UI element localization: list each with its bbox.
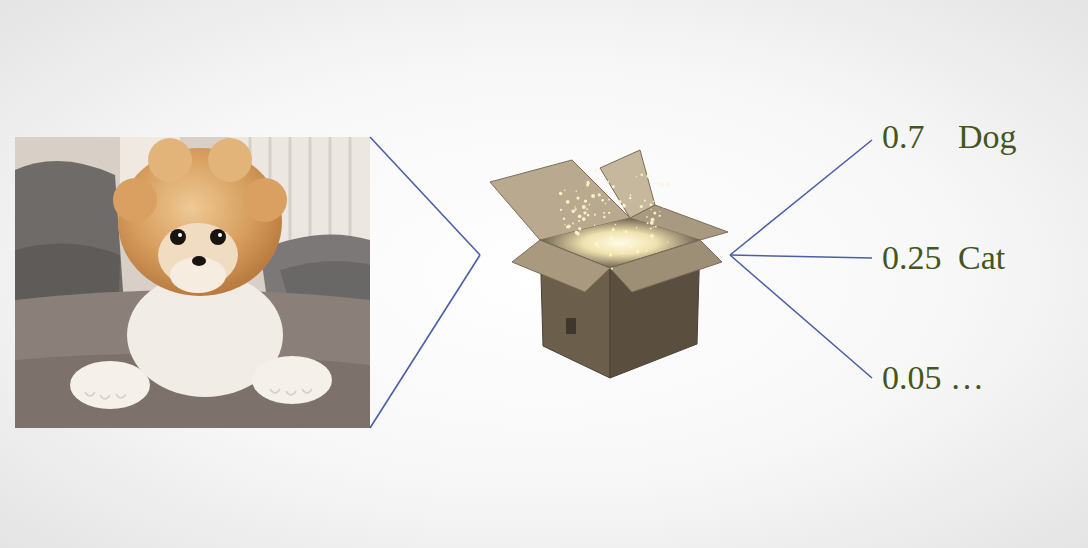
sparkle xyxy=(644,200,646,202)
sparkle xyxy=(623,203,624,204)
sparkle xyxy=(631,246,632,247)
sparkle xyxy=(653,226,654,227)
probability-value: 0.7 xyxy=(882,120,925,154)
sparkle xyxy=(594,214,596,216)
sparkle xyxy=(576,196,579,199)
sparkle xyxy=(651,218,655,222)
sparkle xyxy=(612,228,615,231)
sparkle xyxy=(605,191,608,194)
sparkle xyxy=(619,239,621,241)
sparkle xyxy=(591,194,595,198)
sparkle xyxy=(666,183,669,186)
sparkle xyxy=(594,225,595,226)
sparkle xyxy=(603,212,605,214)
sparkle xyxy=(582,217,586,221)
probability-value: 0.05 … xyxy=(882,361,984,395)
sparkle xyxy=(586,181,590,185)
sparkle xyxy=(618,200,622,204)
sparkle xyxy=(597,246,599,248)
sparkle xyxy=(615,224,617,226)
sparkle xyxy=(658,183,661,186)
sparkle xyxy=(583,211,586,214)
sparkle xyxy=(621,252,623,254)
sparkle xyxy=(608,212,610,214)
sparkle xyxy=(575,231,579,235)
probability-value: 0.25 xyxy=(882,241,942,275)
sparkle xyxy=(650,209,651,210)
sparkle xyxy=(605,203,607,205)
sparkle xyxy=(640,205,643,208)
class-name: Cat xyxy=(958,241,1005,275)
sparkle xyxy=(667,242,668,243)
sparkle xyxy=(595,242,599,246)
sparkle xyxy=(578,220,580,222)
sparkle xyxy=(630,194,632,196)
sparkle xyxy=(650,234,654,238)
sparkle xyxy=(629,197,631,199)
leader-lines xyxy=(370,137,872,428)
sparkle xyxy=(659,215,661,217)
sparkle xyxy=(572,223,574,225)
sparkle xyxy=(609,253,612,256)
sparkle xyxy=(660,183,664,187)
sparkle xyxy=(650,203,653,206)
sparkle xyxy=(567,225,571,229)
sparkle xyxy=(564,189,566,191)
sparkle xyxy=(611,267,613,269)
sparkle xyxy=(608,199,610,201)
sparkle xyxy=(598,193,601,196)
sparkle xyxy=(647,222,649,224)
sparkle xyxy=(655,225,657,227)
sparkle xyxy=(640,173,643,176)
sparkle xyxy=(650,221,654,225)
sparkle xyxy=(574,208,576,210)
sparkle xyxy=(653,201,655,203)
sparkle xyxy=(571,210,575,214)
sparkle xyxy=(662,206,664,208)
sparkle xyxy=(636,176,637,177)
sparkle xyxy=(566,200,570,204)
sparkle xyxy=(576,191,577,192)
sparkle xyxy=(584,199,587,202)
sparkle xyxy=(622,204,626,208)
sparkle xyxy=(609,236,613,240)
sparkle xyxy=(560,209,562,211)
sparkle xyxy=(607,181,609,183)
sparkle xyxy=(601,199,604,202)
sparkle xyxy=(604,189,606,191)
sparkle xyxy=(636,227,637,228)
sparkle xyxy=(603,216,606,219)
sparkle xyxy=(587,214,590,217)
sparkle xyxy=(574,206,575,207)
class-name: Dog xyxy=(958,120,1017,154)
sparkle xyxy=(586,208,588,210)
sparkle xyxy=(646,216,648,218)
sparkle xyxy=(653,212,656,215)
sparkle xyxy=(563,218,566,221)
sparkle xyxy=(625,230,628,233)
sparkle xyxy=(646,250,648,252)
sparkle xyxy=(582,205,586,209)
sparkle xyxy=(650,228,652,230)
sparkle xyxy=(594,169,597,172)
sparkle xyxy=(589,204,591,206)
dog-photo xyxy=(15,137,370,428)
magic-box xyxy=(490,150,728,378)
sparkle xyxy=(595,178,598,181)
sparkle xyxy=(612,185,615,188)
sparkle xyxy=(659,211,660,212)
sparkle xyxy=(578,214,582,218)
sparkle xyxy=(623,230,624,231)
sparkle xyxy=(636,250,639,253)
sparkle xyxy=(646,174,650,178)
sparkle xyxy=(578,227,581,230)
sparkle xyxy=(559,192,563,196)
sparkle xyxy=(629,246,632,249)
sparkle xyxy=(564,224,565,225)
sparkle xyxy=(611,241,613,243)
